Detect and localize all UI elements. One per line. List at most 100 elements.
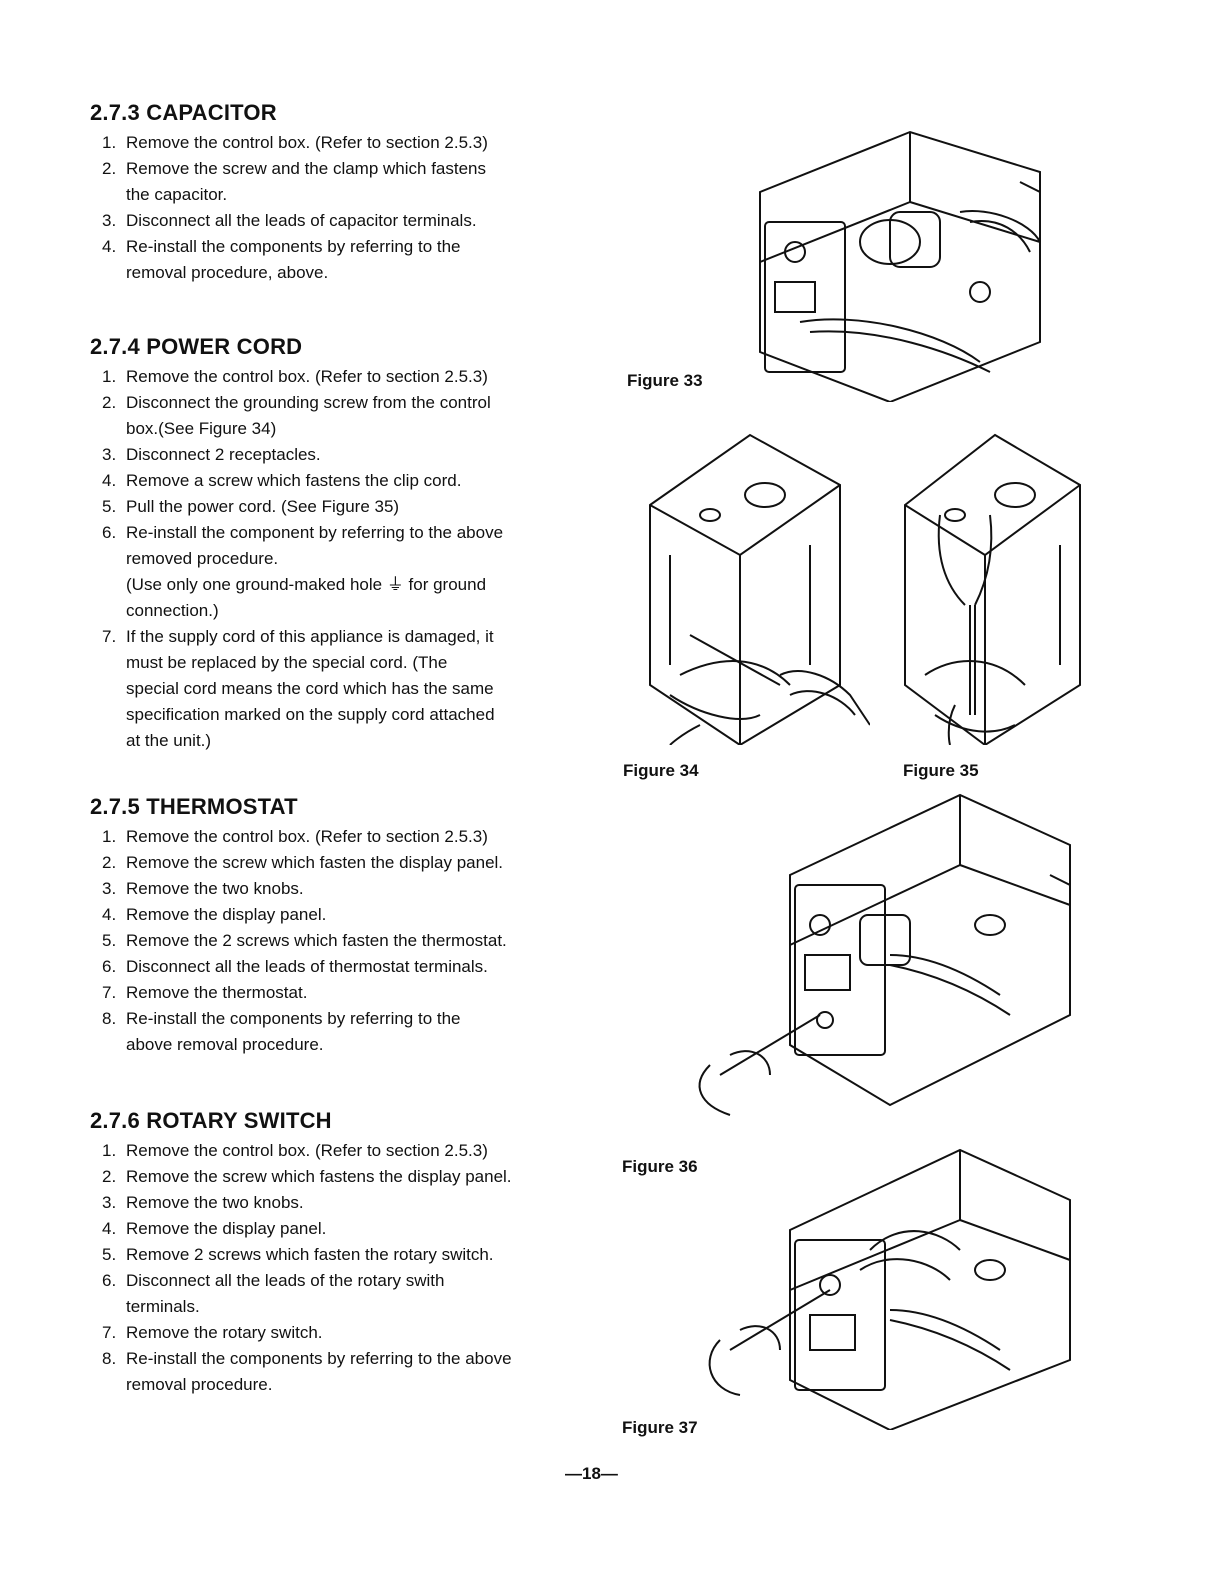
step-item: must be replaced by the special cord. (T… <box>90 650 590 676</box>
figure-36-illustration <box>670 785 1090 1125</box>
step-text: If the supply cord of this appliance is … <box>126 627 494 646</box>
step-number: 3. <box>102 445 117 464</box>
step-item: removal procedure, above. <box>90 260 590 286</box>
step-text: Re-install the components by referring t… <box>126 1349 512 1368</box>
step-list: 1. Remove the control box. (Refer to sect… <box>90 1138 590 1398</box>
step-text: Remove the control box. (Refer to sectio… <box>126 367 488 386</box>
step-list: 1.Remove the control box. (Refer to sect… <box>90 824 590 1058</box>
step-number: 1. <box>102 367 117 386</box>
step-text: Disconnect all the leads of thermostat t… <box>126 957 488 976</box>
step-number: 2. <box>102 393 117 412</box>
step-item: 3.Remove the two knobs. <box>90 1190 590 1216</box>
step-number: 8. <box>102 1349 117 1368</box>
step-text: Remove the control box. (Refer to sectio… <box>126 827 488 846</box>
step-text: box.(See Figure 34) <box>126 419 277 438</box>
section-rotary-switch: 2.7.6 ROTARY SWITCH 1. Remove the control… <box>90 1108 590 1398</box>
section-heading: 2.7.6 ROTARY SWITCH <box>90 1108 332 1133</box>
step-text: Disconnect 2 receptacles. <box>126 445 321 464</box>
step-number: 2. <box>102 159 117 178</box>
step-text: Remove the screw and the clamp which fas… <box>126 159 487 178</box>
step-number: 2. <box>102 1167 117 1186</box>
figure-37-illustration <box>670 1140 1090 1430</box>
step-number: 4. <box>102 237 117 256</box>
step-text: Remove 2 screws which fasten the rotary … <box>126 1245 494 1264</box>
figure-35-illustration <box>895 425 1095 745</box>
step-number: 1. <box>102 1141 117 1160</box>
step-text: special cord means the cord which has th… <box>126 679 494 698</box>
section-power-cord: 2.7.4 POWER CORD 1.Remove the control bo… <box>90 334 590 754</box>
step-text: Remove the control box. (Refer to sectio… <box>126 1141 488 1160</box>
step-number: 6. <box>102 523 117 542</box>
step-text: Re-install the component by referring to… <box>126 523 504 542</box>
step-item: box.(See Figure 34) <box>90 416 590 442</box>
step-item: 7. If the supply cord of this appliance i… <box>90 624 590 650</box>
step-list: 1.Remove the control box. (Refer to sect… <box>90 130 590 286</box>
step-item: 3. Disconnect 2 receptacles. <box>90 442 590 468</box>
step-item: 7.Remove the thermostat. <box>90 980 590 1006</box>
figure-36-caption: Figure 36 <box>622 1157 698 1176</box>
step-item: 5.Pull the power cord. (See Figure 35) <box>90 494 590 520</box>
step-number: 7. <box>102 983 117 1002</box>
step-text: must be replaced by the special cord. (T… <box>126 653 448 672</box>
step-text: Pull the power cord. (See Figure 35) <box>126 497 400 516</box>
step-text: Disconnect all the leads of the rotary s… <box>126 1271 445 1290</box>
step-text: removed procedure. <box>126 549 279 568</box>
section-thermostat: 2.7.5 THERMOSTAT 1.Remove the control bo… <box>90 794 590 1058</box>
step-list: 1. Remove the control box. (Refer to sect… <box>90 364 590 754</box>
step-text: Re-install the components by referring t… <box>126 237 461 256</box>
step-item: 2.Disconnect the grounding screw from th… <box>90 390 590 416</box>
step-text: specification marked on the supply cord … <box>126 705 495 724</box>
step-item: specification marked on the supply cord … <box>90 702 590 728</box>
step-item: connection.) <box>90 598 590 624</box>
step-item: 5. Remove 2 screws which fasten the rotar… <box>90 1242 590 1268</box>
figure-37-caption: Figure 37 <box>622 1418 698 1437</box>
step-item: removed procedure. <box>90 546 590 572</box>
figure-34-illustration <box>640 425 870 745</box>
step-text: terminals. <box>126 1297 200 1316</box>
step-text: Remove the control box. (Refer to sectio… <box>126 133 488 152</box>
section-capacitor: 2.7.3 CAPACITOR 1.Remove the control box… <box>90 100 590 286</box>
step-text: removal procedure, above. <box>126 263 329 282</box>
step-text: Remove the rotary switch. <box>126 1323 323 1342</box>
step-text: removal procedure. <box>126 1375 273 1394</box>
step-text: Remove the screw which fasten the displa… <box>126 853 504 872</box>
step-number: 2. <box>102 853 117 872</box>
figure-35-caption: Figure 35 <box>903 761 979 780</box>
step-number: 7. <box>102 627 117 646</box>
step-text: Remove the two knobs. <box>126 1193 304 1212</box>
step-number: 8. <box>102 1009 117 1028</box>
step-item: 3.Disconnect all the leads of capacitor … <box>90 208 590 234</box>
step-number: 5. <box>102 1245 117 1264</box>
step-number: 4. <box>102 1219 117 1238</box>
step-number: 4. <box>102 471 117 490</box>
step-item: at the unit.) <box>90 728 590 754</box>
step-item: 2. Remove the screw which fasten the disp… <box>90 850 590 876</box>
figure-33-caption: Figure 33 <box>627 371 703 390</box>
step-item: (Use only one ground-maked hole ⏚ for gr… <box>90 572 590 598</box>
step-item: above removal procedure. <box>90 1032 590 1058</box>
step-text: Remove the 2 screws which fasten the the… <box>126 931 507 950</box>
step-item: 6. Re-install the component by referring … <box>90 520 590 546</box>
step-number: 5. <box>102 931 117 950</box>
step-number: 3. <box>102 879 117 898</box>
step-text: (Use only one ground-maked hole ⏚ for gr… <box>126 575 487 594</box>
step-item: 4. Remove the display panel. <box>90 1216 590 1242</box>
step-text: Remove the display panel. <box>126 1219 327 1238</box>
page-number: —18— <box>565 1464 618 1483</box>
section-heading: 2.7.3 CAPACITOR <box>90 100 277 125</box>
figure-34-caption: Figure 34 <box>623 761 699 780</box>
step-item: terminals. <box>90 1294 590 1320</box>
step-item: 2.Remove the screw which fastens the dis… <box>90 1164 590 1190</box>
step-item: 1. Remove the control box. (Refer to sect… <box>90 364 590 390</box>
step-item: special cord means the cord which has th… <box>90 676 590 702</box>
step-item: 2. Remove the screw and the clamp which f… <box>90 156 590 182</box>
step-item: 8. Re-install the components by referring… <box>90 1006 590 1032</box>
step-item: 1.Remove the control box. (Refer to sect… <box>90 824 590 850</box>
step-text: Re-install the components by referring t… <box>126 1009 461 1028</box>
section-heading: 2.7.5 THERMOSTAT <box>90 794 298 819</box>
step-item: 7. Remove the rotary switch. <box>90 1320 590 1346</box>
step-item: 1. Remove the control box. (Refer to sect… <box>90 1138 590 1164</box>
step-item: 3.Remove the two knobs. <box>90 876 590 902</box>
step-number: 6. <box>102 957 117 976</box>
step-number: 7. <box>102 1323 117 1342</box>
